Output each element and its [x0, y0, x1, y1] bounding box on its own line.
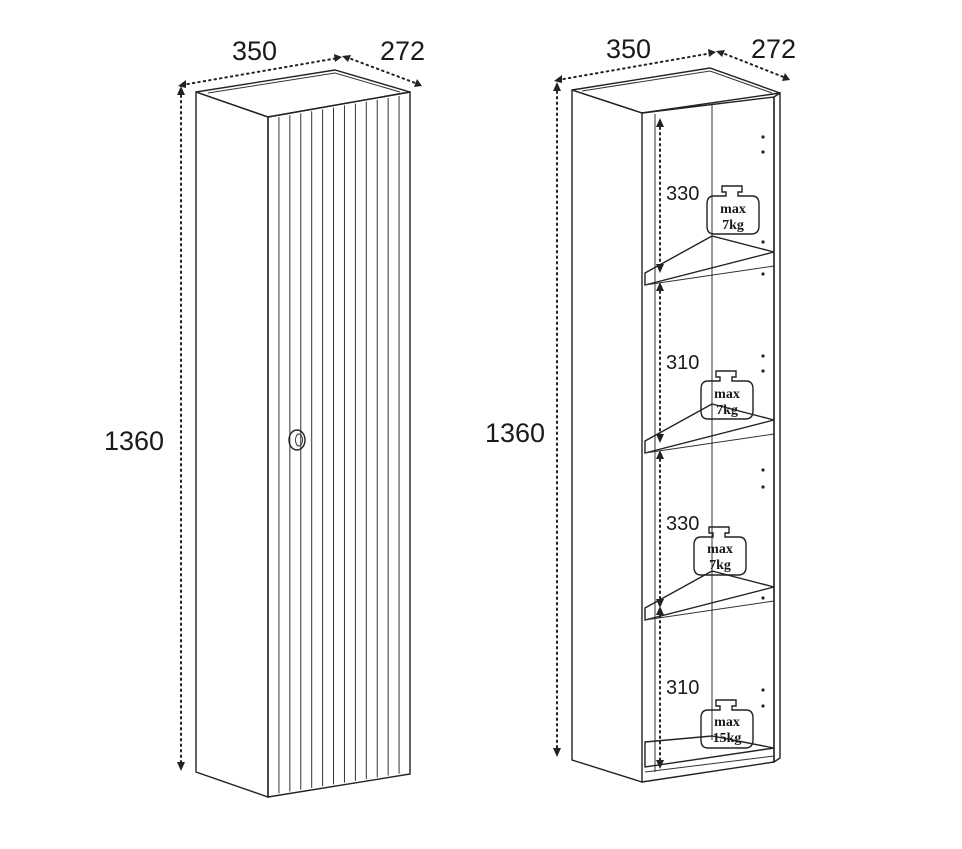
shelf-front-edge	[644, 265, 775, 286]
weight-icon	[706, 185, 760, 235]
compartment-1-height-label: 330	[666, 183, 699, 205]
compartment-4: 310 max 15kg	[656, 606, 754, 769]
compartment-3: 330 max 7kg	[656, 450, 747, 608]
compartment-3-load-line2: 7kg	[709, 558, 731, 573]
open-depth-dim-line	[719, 51, 787, 79]
closed-cabinet: 350 272 1360	[104, 36, 425, 798]
bottom-panel-front	[644, 755, 775, 773]
closed-depth-label: 272	[380, 36, 425, 66]
compartment-2: 310 max 7kg	[656, 282, 754, 443]
arrowhead	[553, 82, 561, 91]
label-backdrop	[664, 349, 702, 375]
arrowhead	[177, 762, 185, 771]
arrowhead	[656, 599, 664, 608]
shelf	[644, 570, 775, 621]
arrowhead	[716, 50, 725, 57]
shelf	[644, 403, 775, 454]
open-cabinet-front-frame	[641, 96, 775, 783]
arrowhead	[553, 748, 561, 757]
shelf-hole	[761, 596, 765, 600]
shelf-hole	[761, 688, 765, 692]
closed-cabinet-side	[195, 91, 269, 798]
shelf-front-edge	[644, 433, 775, 454]
compartment-1-load-line2: 7kg	[722, 218, 744, 233]
shelf	[644, 235, 775, 286]
arrowhead	[782, 73, 790, 81]
compartment-2-height-label: 310	[666, 352, 699, 374]
weight-icon	[700, 370, 754, 420]
closed-cabinet-top-inner-edge	[207, 72, 401, 94]
arrowhead	[334, 54, 342, 62]
weight-icon	[693, 526, 747, 576]
arrowhead	[342, 55, 351, 62]
compartment-2-load-line2: 7kg	[716, 403, 738, 418]
shelf-hole	[761, 485, 765, 489]
arrowhead	[708, 49, 716, 57]
label-backdrop	[664, 180, 702, 206]
arrowhead	[656, 450, 664, 459]
compartment-4-height-label: 310	[666, 677, 699, 699]
weight-icon	[700, 699, 754, 749]
open-height-label: 1360	[485, 418, 545, 448]
open-cabinet-left-side	[571, 89, 643, 783]
shelf-hole	[761, 135, 765, 139]
arrowhead	[177, 86, 185, 95]
open-width-label: 350	[606, 34, 651, 64]
shelf-front-edge	[644, 600, 775, 621]
knob	[288, 429, 306, 451]
arrowhead	[414, 79, 422, 87]
shelf-hole	[761, 354, 765, 358]
door-grooves	[278, 95, 400, 794]
bottom-panel	[644, 735, 775, 768]
open-cabinet-top-inner-edge	[581, 70, 773, 94]
arrowhead	[656, 118, 664, 127]
arrowhead	[656, 282, 664, 291]
closed-width-label: 350	[232, 36, 277, 66]
label-backdrop	[664, 674, 702, 700]
compartment-3-height-label: 330	[666, 513, 699, 535]
label-backdrop	[664, 510, 702, 536]
arrowhead	[656, 606, 664, 615]
shelf-hole	[761, 468, 765, 472]
shelf-hole	[761, 272, 765, 276]
compartments: 330 max 7kg 310 max 7kg	[656, 118, 760, 769]
compartment-1: 330 max 7kg	[656, 118, 760, 273]
open-width-dim-line	[557, 52, 713, 81]
arrowhead	[554, 75, 562, 83]
arrowhead	[656, 264, 664, 273]
open-cabinet-top	[571, 67, 781, 114]
shelf-hole	[761, 704, 765, 708]
compartment-2-load-line1: max	[714, 387, 740, 402]
shelf-holes	[761, 135, 765, 708]
compartment-4-load-line1: max	[714, 715, 740, 730]
shelf-hole	[761, 150, 765, 154]
shelf-hole	[761, 240, 765, 244]
shelves	[644, 235, 775, 621]
arrowhead	[178, 80, 186, 88]
open-cabinet-right-edge	[773, 91, 781, 764]
compartment-1-load-line1: max	[720, 202, 746, 217]
open-cabinet: 350 272 1360 330 max 7kg	[485, 34, 796, 783]
closed-cabinet-top	[195, 69, 411, 118]
closed-cabinet-door	[267, 91, 411, 798]
compartment-3-load-line1: max	[707, 542, 733, 557]
shelf-hole	[761, 369, 765, 373]
closed-width-dim-line	[181, 57, 339, 86]
arrowhead	[656, 760, 664, 769]
closed-depth-dim-line	[345, 56, 419, 85]
arrowhead	[656, 434, 664, 443]
open-depth-label: 272	[751, 34, 796, 64]
compartment-4-load-line2: 15kg	[713, 731, 742, 746]
closed-height-label: 1360	[104, 426, 164, 456]
